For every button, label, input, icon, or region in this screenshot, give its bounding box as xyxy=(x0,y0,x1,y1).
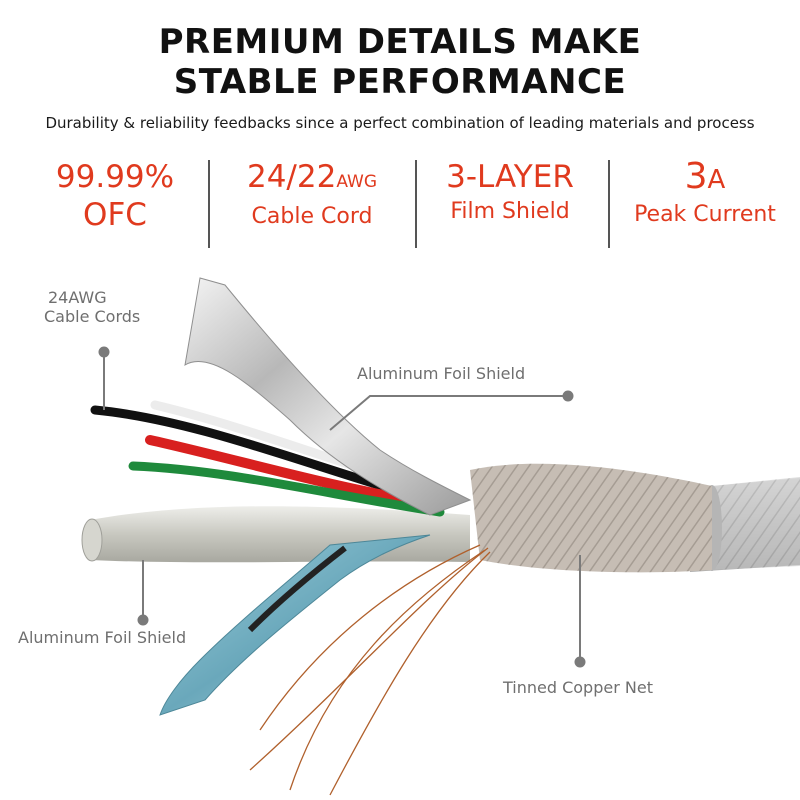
copper-braid xyxy=(470,463,712,573)
callout-leaders xyxy=(98,346,586,668)
spec-current-number: 3 xyxy=(684,156,708,197)
spec-strip: 99.99% OFC 24/22AWG Cable Cord 3-LAYER F… xyxy=(0,158,800,250)
spec-awg-label: Cable Cord xyxy=(251,204,373,229)
spec-divider-3 xyxy=(608,160,610,248)
label-cable-cords-line1: 24AWG xyxy=(48,288,107,307)
cable-illustration xyxy=(81,277,800,796)
subtitle: Durability & reliability feedbacks since… xyxy=(45,114,755,132)
headline: PREMIUM DETAILS MAKE STABLE PERFORMANCE xyxy=(0,22,800,102)
spec-divider-2 xyxy=(415,160,417,248)
label-cable-cords: 24AWG Cable Cords xyxy=(44,288,140,326)
label-tinned-copper-net: Tinned Copper Net xyxy=(503,678,653,697)
spec-layer-value: 3-LAYER xyxy=(446,159,574,195)
spec-current-unit: A xyxy=(707,165,726,195)
spec-ofc: 99.99% OFC xyxy=(40,158,190,250)
headline-line-1: PREMIUM DETAILS MAKE xyxy=(158,22,642,62)
copper-wires xyxy=(249,544,491,796)
spec-awg-value: 24/22AWG xyxy=(222,158,402,201)
spec-current-value: 3A xyxy=(620,158,790,199)
spec-divider-1 xyxy=(208,160,210,248)
spec-awg: 24/22AWG Cable Cord xyxy=(222,158,402,250)
spec-current-label: Peak Current xyxy=(634,202,776,227)
spec-awg-unit: AWG xyxy=(336,172,378,192)
lower-foil-strip xyxy=(159,534,431,716)
spec-awg-number: 24/22 xyxy=(246,159,337,195)
label-cable-cords-line2: Cable Cords xyxy=(44,307,141,326)
spec-layer-label: Film Shield xyxy=(450,199,570,224)
spec-ofc-label: OFC xyxy=(83,197,147,233)
spec-current: 3A Peak Current xyxy=(620,158,790,250)
spec-ofc-value: 99.99% xyxy=(55,159,175,195)
inner-bundle xyxy=(81,506,470,563)
spec-layer: 3-LAYER Film Shield xyxy=(425,158,595,250)
label-aluminum-foil-bottom: Aluminum Foil Shield xyxy=(18,628,187,647)
headline-line-2: STABLE PERFORMANCE xyxy=(173,62,627,102)
upper-foil-strip xyxy=(184,277,472,516)
label-aluminum-foil-top: Aluminum Foil Shield xyxy=(357,364,526,383)
